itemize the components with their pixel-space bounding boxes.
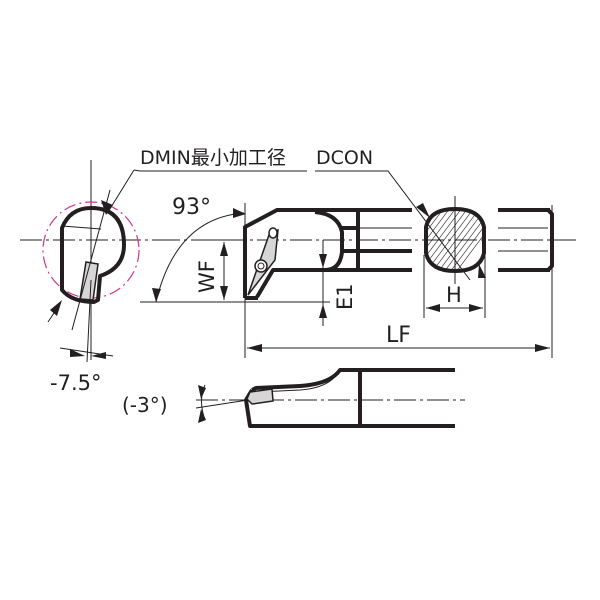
lf-dimension: LF xyxy=(247,323,550,352)
dcon-arrow-top xyxy=(416,203,430,218)
wf-arrow-top xyxy=(220,242,228,256)
lf-arrow-left xyxy=(247,344,262,352)
dmin-label: DMIN最小加工径 xyxy=(140,147,286,169)
rake-arrow-left xyxy=(70,349,85,357)
lf-label: LF xyxy=(386,323,411,348)
end-view-insert xyxy=(79,261,99,301)
top-view: 93° WF E1 xyxy=(140,195,580,358)
dcon-label: DCON xyxy=(316,147,373,169)
h-label: H xyxy=(446,283,462,307)
dcon-arrow-bottom xyxy=(478,264,486,278)
e1-label: E1 xyxy=(333,283,357,310)
inclination-angle-label: (-3°) xyxy=(122,393,168,417)
side-view-top-edge xyxy=(251,368,455,392)
lf-arrow-right xyxy=(535,344,550,352)
rake-arrow-right xyxy=(91,352,106,359)
end-view-top-edge xyxy=(61,225,102,230)
insert-screw-icon xyxy=(254,259,268,273)
angle-93-arc xyxy=(155,212,245,303)
holder-bottom-edge xyxy=(255,268,412,299)
insert-screw-torx xyxy=(257,262,265,270)
section-view: H xyxy=(423,196,486,318)
inclination-arrow-bottom xyxy=(198,409,206,423)
shank-section-outline xyxy=(424,207,486,273)
dmin-label-underline xyxy=(133,169,307,172)
wf-label: WF xyxy=(195,260,219,293)
side-view: (-3°) xyxy=(122,368,465,428)
wf-arrow-bottom xyxy=(220,286,228,300)
angle-93-label: 93° xyxy=(172,195,211,220)
side-view-insert xyxy=(246,388,274,405)
inclination-arrow-top xyxy=(198,385,206,399)
holder-neck-curve xyxy=(314,210,344,272)
side-view-bottom-edge xyxy=(244,388,455,428)
end-view: -7.5° xyxy=(20,160,158,395)
e1-arrow-bottom xyxy=(319,304,327,318)
rake-line-2 xyxy=(86,279,92,363)
dmin-arrow-top xyxy=(101,200,113,215)
rake-line xyxy=(71,189,111,331)
angle-93-arrow-top xyxy=(233,208,246,218)
dmin-arrow-bottom xyxy=(50,300,62,316)
angle-93-arrow-bottom xyxy=(152,288,161,302)
side-view-top-inner xyxy=(257,372,339,393)
h-arrow-left xyxy=(426,304,440,312)
dcon-leader xyxy=(315,170,471,281)
h-arrow-right xyxy=(469,304,483,312)
rake-angle-label: -7.5° xyxy=(50,371,101,395)
inclination-line xyxy=(195,399,249,409)
shank-end xyxy=(498,205,554,358)
insert-clamp-pin xyxy=(268,227,278,239)
e1-arrow-top xyxy=(319,254,327,268)
